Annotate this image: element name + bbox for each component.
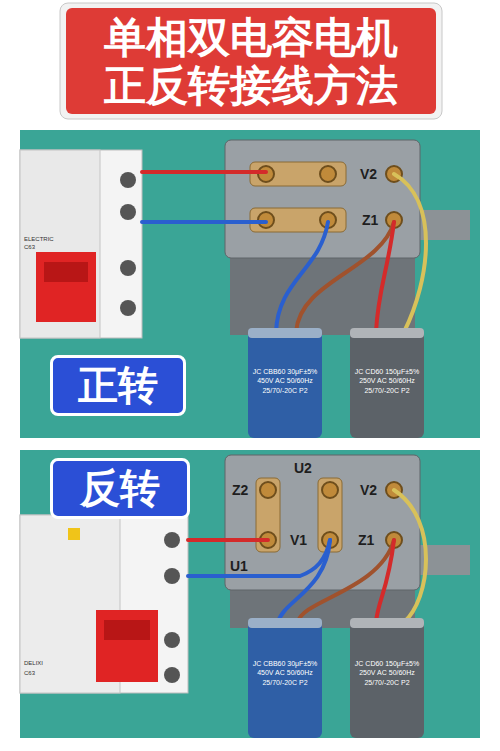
terminal-label: Z2 — [232, 482, 248, 498]
terminal-label: U2 — [294, 460, 312, 476]
terminal-label: Z1 — [362, 212, 378, 228]
node-text: JC CBB60 30μF±5% 450V AC 50/60Hz 25/70/-… — [250, 659, 320, 687]
capacitor-label: JC CD60 150μF±5% 250V AC 50/60Hz 25/70/-… — [352, 638, 422, 708]
node-text: JC CD60 150μF±5% 250V AC 50/60Hz 25/70/-… — [352, 659, 422, 687]
breaker-text: C63 — [24, 670, 35, 676]
direction-badge: 正转 — [50, 355, 186, 416]
node-text: 正转 — [78, 358, 158, 413]
title-text: 单相双电容电机 正反转接线方法 — [84, 14, 418, 110]
capacitor-label: JC CD60 150μF±5% 250V AC 50/60Hz 25/70/-… — [352, 346, 422, 416]
node-text: 反转 — [80, 461, 160, 516]
breaker-text: DELIXI — [24, 660, 43, 666]
breaker-text: C63 — [24, 244, 35, 250]
node-text: JC CBB60 30μF±5% 450V AC 50/60Hz 25/70/-… — [250, 367, 320, 395]
terminal-label: V2 — [360, 166, 377, 182]
capacitor-label: JC CBB60 30μF±5% 450V AC 50/60Hz 25/70/-… — [250, 346, 320, 416]
terminal-label: V2 — [360, 482, 377, 498]
direction-badge: 反转 — [50, 458, 190, 519]
terminal-label: V1 — [290, 532, 307, 548]
node-text: JC CD60 150μF±5% 250V AC 50/60Hz 25/70/-… — [352, 367, 422, 395]
terminal-label: Z1 — [358, 532, 374, 548]
capacitor-label: JC CBB60 30μF±5% 450V AC 50/60Hz 25/70/-… — [250, 638, 320, 708]
terminal-label: U1 — [230, 558, 248, 574]
breaker-text: ELECTRIC — [24, 236, 54, 242]
